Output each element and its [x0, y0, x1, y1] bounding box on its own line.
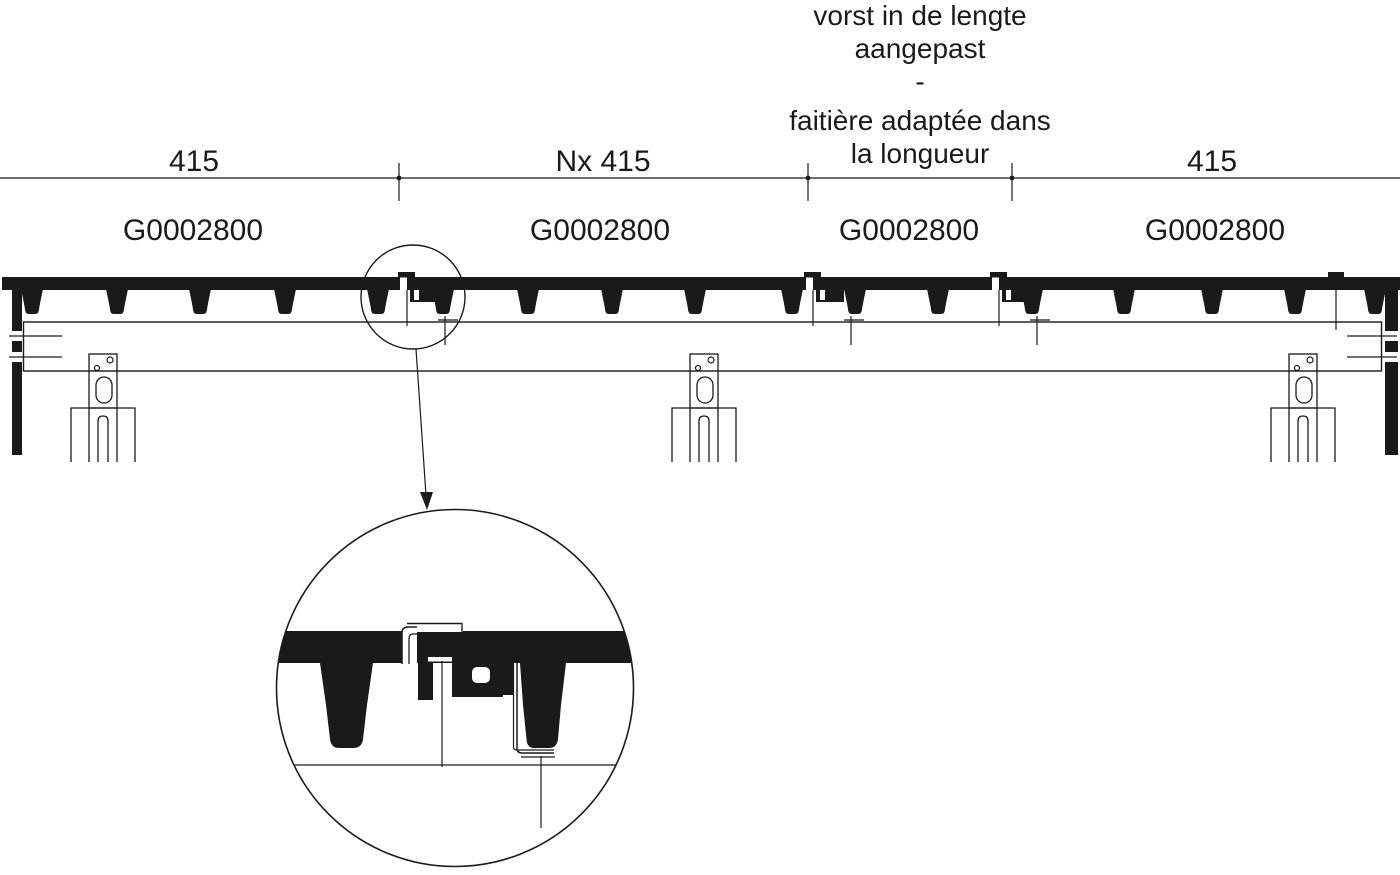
tile-rib [21, 289, 43, 314]
part-label-3: G0002800 [839, 214, 979, 247]
ridge-profile [2, 271, 1400, 346]
tile-rib [844, 289, 866, 314]
detail-interlock [418, 663, 513, 700]
tile-rib [274, 289, 296, 314]
note-line-2: aangepast [855, 33, 986, 64]
batten-bracket-right [1270, 353, 1336, 463]
tile-rib [517, 289, 539, 314]
note-line-3: - [915, 66, 924, 97]
tile-rib [106, 289, 128, 314]
part-label-4: G0002800 [1145, 214, 1285, 247]
dimension-tick [805, 163, 811, 201]
detail-rib [520, 663, 566, 748]
right-support-bar [1347, 287, 1399, 455]
tile-rib [601, 289, 623, 314]
left-support-bar [9, 287, 62, 455]
dim-label-415-left: 415 [169, 145, 219, 178]
dim-label-415-right: 415 [1187, 145, 1237, 178]
note-line-1: vorst in de lengte [813, 0, 1026, 31]
detail-clip [492, 656, 555, 758]
part-label-2: G0002800 [530, 214, 670, 247]
part-labels: G0002800 G0002800 G0002800 G0002800 [123, 214, 1285, 247]
dimension-line: 415 Nx 415 415 [0, 145, 1400, 201]
detail-view [275, 508, 635, 868]
part-label-1: G0002800 [123, 214, 263, 247]
detail-view-content [276, 622, 634, 828]
tile-rib [1364, 289, 1386, 314]
tile-rib [367, 289, 389, 314]
arrowhead-icon [420, 492, 433, 510]
dimension-tick [396, 163, 402, 201]
tile-rib [1201, 289, 1223, 314]
leader-arrow [415, 348, 433, 510]
tile-rib [189, 289, 211, 314]
detail-rib [320, 663, 373, 748]
tile-rib [927, 289, 949, 314]
batten-bracket-left [70, 353, 136, 463]
ridge-cap-band [2, 277, 1400, 290]
note-block: vorst in de lengte aangepast - faitière … [789, 0, 1051, 169]
tile-rib [1113, 289, 1135, 314]
dim-label-nx415: Nx 415 [555, 145, 650, 178]
dimension-tick [1009, 163, 1015, 201]
tile-rib [1284, 289, 1306, 314]
batten-bracket-middle [671, 353, 737, 463]
note-line-5: la longueur [851, 138, 990, 169]
ridge-batten [22, 321, 1383, 372]
tile-rib [684, 289, 706, 314]
detail-marker-circle [360, 244, 466, 350]
detail-tile-lip [401, 626, 417, 664]
tile-rib [781, 289, 803, 314]
tile-joint [1328, 272, 1344, 330]
detail-cap-band [276, 631, 634, 663]
note-line-4: faitière adaptée dans [789, 105, 1051, 136]
